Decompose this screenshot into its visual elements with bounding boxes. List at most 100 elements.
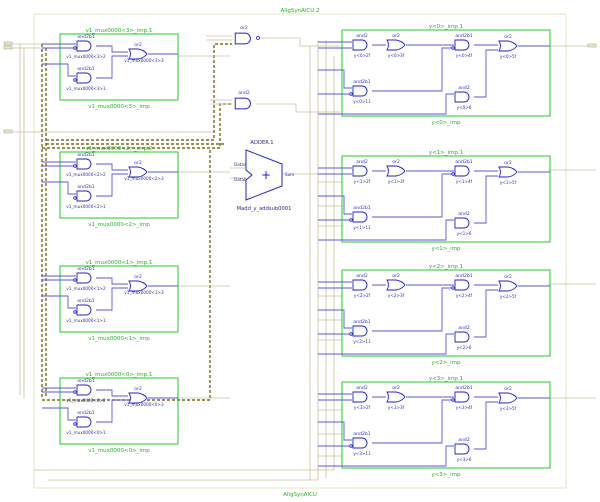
module-bottom-label: v1_mux0000<1>_imp xyxy=(88,336,150,342)
module-title: v1_mux0000<0>_imp.1 xyxy=(86,372,153,378)
module-title: y<2>_imp.1 xyxy=(429,264,463,270)
module-bottom-label: v1_mux0000<3>_imp xyxy=(88,104,150,110)
gate-type: or2 xyxy=(504,386,512,392)
adder-input-a: Dataa xyxy=(234,162,247,167)
left-module-3[interactable]: v1_mux0000<3>_imp.1 v1_mux0000<3>_imp an… xyxy=(42,28,179,110)
gate-instance: y<2>5f xyxy=(500,294,517,299)
gate-instance: v1_mux0000<0>3 xyxy=(124,402,164,407)
gate-instance: y<0>3f xyxy=(388,53,405,58)
gate-instance: v1_mux0000<3>3 xyxy=(124,58,164,63)
gate-type: and2 xyxy=(458,85,470,91)
module-bottom-label: v1_mux0000<0>_imp xyxy=(88,448,150,454)
gate-type: or2 xyxy=(134,386,142,392)
top-or-gate-label: or2 xyxy=(240,25,248,31)
left-module-2[interactable]: v1_mux0000<2>_imp.2 v1_mux0000<2>_imp an… xyxy=(42,146,179,228)
module-title: v1_mux0000<1>_imp.1 xyxy=(86,260,153,266)
gate-type: and2b1 xyxy=(455,33,472,39)
mid-and-gate-label: and2 xyxy=(238,90,250,96)
gate-type: and2b1 xyxy=(77,152,94,158)
gate-instance: y<2>6 xyxy=(457,345,472,350)
module-title: y<1>_imp.1 xyxy=(429,150,463,156)
gate-type: and2b1 xyxy=(353,205,370,211)
gate-type: and2b1 xyxy=(77,266,94,272)
gate-instance: y<1>6 xyxy=(457,231,472,236)
gate-instance: v1_mux0000<0>1 xyxy=(66,430,106,435)
left-module-1[interactable]: v1_mux0000<1>_imp.1 v1_mux0000<1>_imp an… xyxy=(42,260,179,342)
gate-instance: y<2>11 xyxy=(353,339,371,344)
adder-block[interactable]: ADDER.1 + Dataa Datab Sum Madd_y_addsub0… xyxy=(234,140,294,212)
top-module-frame xyxy=(33,13,567,489)
gate-type: and2b1 xyxy=(77,184,94,190)
gate-type: and2 xyxy=(356,159,368,165)
gate-instance: v1_mux0000<2>1 xyxy=(66,204,106,209)
gate-instance: y<0>6 xyxy=(457,105,472,110)
top-module-bottom-title: AllgSynAlCU xyxy=(283,492,317,498)
module-bottom-label: y<1>_imp xyxy=(431,246,461,252)
gate-type: or2 xyxy=(504,274,512,280)
top-module-title: AllgSynAlCU.2 xyxy=(281,8,320,14)
background-wiring xyxy=(3,35,597,481)
gate-instance: v1_mux0000<2>3 xyxy=(124,176,164,181)
module-title: y<0>_imp.1 xyxy=(429,24,463,30)
right-module-3[interactable]: y<3>_imp.1 y<3>_imp and2 y<3>2f or2 y<3>… xyxy=(318,376,551,478)
gate-instance: y<0>2f xyxy=(354,53,371,58)
gate-instance: v1_mux0000<2>2 xyxy=(66,172,106,177)
gate-instance: v1_mux0000<3>1 xyxy=(66,86,106,91)
gate-type: and2 xyxy=(356,385,368,391)
module-bottom-label: v1_mux0000<2>_imp xyxy=(88,222,150,228)
gate-type: and2b1 xyxy=(77,34,94,40)
gate-instance: v1_mux0000<1>3 xyxy=(124,290,164,295)
gate-instance: y<0>11 xyxy=(353,99,371,104)
adder-output: Sum xyxy=(285,172,294,177)
gate-instance: y<1>4f xyxy=(456,179,473,184)
gate-instance: y<1>2f xyxy=(354,179,371,184)
module-bottom-label: y<3>_imp xyxy=(431,472,461,478)
gate-type: or2 xyxy=(392,273,400,279)
gate-instance: y<3>4f xyxy=(456,405,473,410)
gate-type: and2 xyxy=(458,211,470,217)
adder-input-b: Datab xyxy=(234,177,247,182)
top-or-gate[interactable]: or2 xyxy=(234,25,260,45)
gate-instance: v1_mux0000<1>1 xyxy=(66,318,106,323)
gate-type: and2 xyxy=(458,325,470,331)
gate-type: or2 xyxy=(392,159,400,165)
gate-type: or2 xyxy=(504,34,512,40)
gate-instance: y<1>3f xyxy=(388,179,405,184)
gate-instance: y<2>4f xyxy=(456,293,473,298)
gate-type: and2b1 xyxy=(353,79,370,85)
gate-instance: y<3>5f xyxy=(500,406,517,411)
adder-title: ADDER.1 xyxy=(250,140,273,146)
gate-type: or2 xyxy=(392,385,400,391)
gate-type: and2b1 xyxy=(455,385,472,391)
mid-and-gate[interactable]: and2 xyxy=(234,90,251,110)
gate-type: or2 xyxy=(392,33,400,39)
gate-type: or2 xyxy=(134,42,142,48)
gate-instance: y<3>3f xyxy=(388,405,405,410)
module-title: y<3>_imp.1 xyxy=(429,376,463,382)
gate-instance: v1_mux0000<3>2 xyxy=(66,54,106,59)
gate-type: and2b1 xyxy=(77,66,94,72)
module-bottom-label: y<2>_imp xyxy=(431,360,461,366)
gate-instance: y<3>6 xyxy=(457,457,472,462)
gate-instance: y<1>11 xyxy=(353,225,371,230)
module-title: v1_mux0000<2>_imp.2 xyxy=(86,146,153,152)
gate-instance: y<3>11 xyxy=(353,451,371,456)
left-module-0[interactable]: v1_mux0000<0>_imp.1 v1_mux0000<0>_imp an… xyxy=(42,372,179,454)
gate-type: and2 xyxy=(356,33,368,39)
gate-type: and2b1 xyxy=(353,431,370,437)
right-module-1[interactable]: y<1>_imp.1 y<1>_imp and2 y<1>2f or2 y<1>… xyxy=(318,150,551,252)
gate-type: or2 xyxy=(134,160,142,166)
gate-type: and2b1 xyxy=(77,378,94,384)
gate-type: or2 xyxy=(504,160,512,166)
gate-instance: y<0>5f xyxy=(500,54,517,59)
gate-instance: y<1>5f xyxy=(500,180,517,185)
gate-instance: y<0>4f xyxy=(456,53,473,58)
gate-type: and2b1 xyxy=(77,410,94,416)
right-module-0[interactable]: y<0>_imp.1 y<0>_imp and2 y<0>2f or2 y<0>… xyxy=(318,24,551,126)
gate-instance: v1_mux0000<1>2 xyxy=(66,286,106,291)
gate-instance: y<2>2f xyxy=(354,293,371,298)
right-module-2[interactable]: y<2>_imp.1 y<2>_imp and2 y<2>2f or2 y<2>… xyxy=(318,264,551,366)
adder-plus-icon: + xyxy=(261,168,271,182)
gate-instance: y<2>3f xyxy=(388,293,405,298)
